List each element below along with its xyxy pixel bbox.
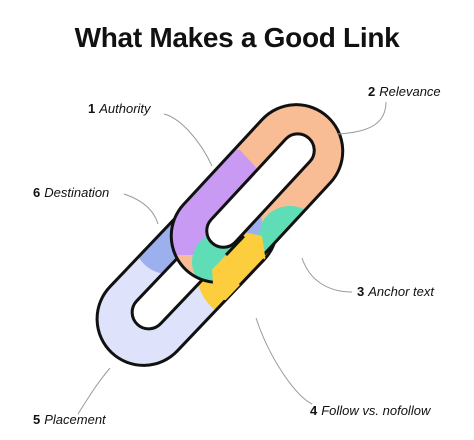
label-placement-number: 5: [33, 412, 41, 427]
label-destination-number: 6: [33, 185, 41, 200]
label-authority-number: 1: [88, 101, 96, 116]
lower-link-front: [212, 228, 266, 300]
follow-nofollow-leader: [255, 317, 313, 405]
label-relevance-number: 2: [368, 84, 376, 99]
authority-leader: [163, 113, 213, 167]
anchor-text-leader: [301, 257, 353, 293]
label-placement-text: Placement: [44, 412, 106, 427]
label-follow-nofollow-number: 4: [310, 403, 318, 418]
relevance-leader: [337, 101, 387, 135]
label-anchor-text-number: 3: [357, 284, 365, 299]
label-destination-text: Destination: [44, 185, 110, 200]
label-follow-nofollow-text: Follow vs. nofollow: [321, 403, 431, 418]
leader-lines: [77, 101, 387, 415]
placement-leader: [77, 367, 111, 415]
anchor-text-segment: [258, 206, 322, 270]
page-title: What Makes a Good Link: [74, 22, 400, 53]
label-relevance-text: Relevance: [379, 84, 441, 99]
label-authority-text: Authority: [99, 101, 151, 116]
destination-leader: [123, 193, 159, 225]
label-anchor-text-text: Anchor text: [368, 284, 434, 299]
